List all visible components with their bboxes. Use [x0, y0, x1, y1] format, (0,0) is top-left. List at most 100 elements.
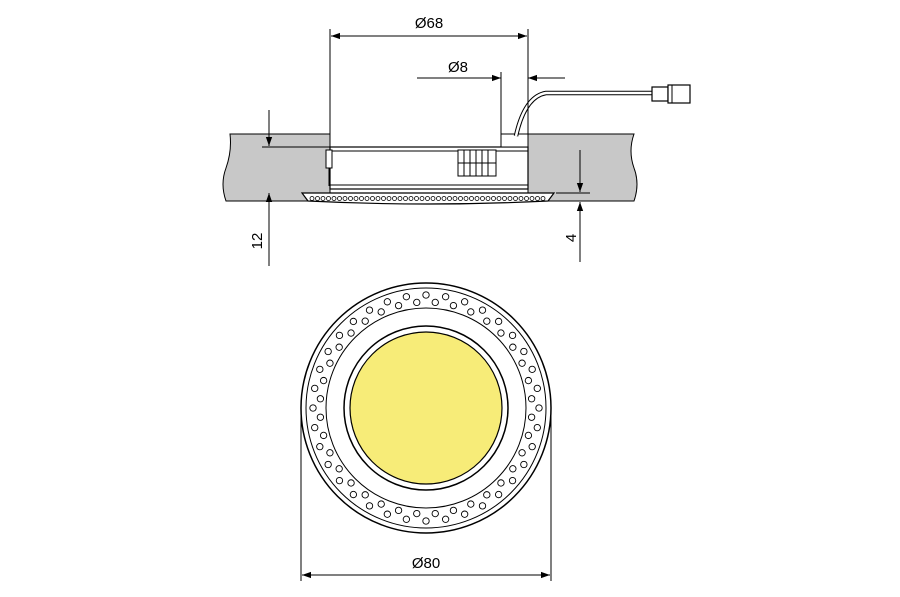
led-dot	[431, 298, 439, 307]
connector-plug	[651, 84, 691, 104]
led-dot	[533, 384, 541, 393]
led-dot	[309, 404, 317, 412]
rim-led-dot	[513, 196, 518, 201]
ring-inner-edge	[325, 307, 527, 509]
rim-led-dot	[408, 196, 414, 201]
led-dot	[524, 431, 533, 440]
label-cable-diameter: Ø8	[448, 59, 468, 76]
led-dot	[402, 515, 411, 523]
rim-led-dot	[342, 196, 348, 201]
rim-led-dot	[364, 196, 370, 201]
rim-led-dot	[441, 196, 447, 201]
led-dot	[483, 491, 491, 499]
led-dot	[441, 293, 450, 301]
rim-led-dot	[518, 196, 524, 201]
led-dot	[335, 343, 343, 351]
rim-led-dot	[474, 196, 480, 201]
led-dot	[326, 449, 334, 457]
rim-led-dot	[496, 196, 502, 201]
led-dot	[326, 359, 334, 367]
dim-cutout-depth: 12	[249, 110, 330, 266]
led-dot	[518, 449, 526, 457]
led-dot	[520, 460, 528, 469]
side-view: Ø68 Ø8 12 4	[222, 15, 691, 266]
rim-led-dot	[480, 196, 485, 201]
led-dot	[347, 329, 355, 337]
rim-led-dot	[436, 196, 441, 201]
housing-body	[329, 146, 529, 190]
rim-led-dot	[535, 196, 540, 201]
rim-led-dot	[507, 196, 513, 201]
rim-led-dot	[392, 196, 397, 201]
dim-housing-diameter: Ø68	[329, 15, 529, 134]
led-dot	[520, 347, 528, 356]
led-dot	[460, 298, 469, 306]
led-dot	[311, 384, 319, 393]
led-dot	[509, 465, 517, 473]
led-dot	[508, 476, 517, 485]
led-dot	[460, 510, 469, 518]
rim-led-dot	[485, 196, 491, 201]
led-dot	[483, 317, 491, 325]
rim-led-dot	[419, 196, 425, 201]
rim-led-dot	[370, 196, 375, 201]
led-dot	[449, 506, 458, 515]
led-dot	[349, 317, 358, 326]
rim-led-dot	[502, 196, 507, 201]
rim-led-dot	[524, 196, 529, 201]
rim-led-dot	[309, 196, 315, 201]
dim-cable-diameter: Ø8	[417, 59, 565, 134]
rim-led-dot	[386, 196, 392, 201]
label-cutout-depth: 12	[249, 233, 266, 250]
led-dot	[335, 331, 344, 340]
led-dot	[361, 491, 369, 499]
rim-led-dot	[403, 196, 408, 201]
led-dot	[394, 506, 403, 515]
led-dot	[316, 395, 325, 403]
rim-led-dot	[348, 196, 353, 201]
rim-led-dot	[458, 196, 463, 201]
label-housing-diameter: Ø68	[415, 15, 443, 32]
cable	[513, 90, 654, 137]
spring-clip-right	[457, 149, 497, 177]
led-dot	[449, 301, 458, 310]
led-dot	[383, 298, 391, 306]
rim-led-dot	[452, 196, 458, 201]
led-dot	[422, 291, 430, 299]
rim-led-dot	[381, 196, 386, 201]
led-dot	[422, 517, 430, 525]
led-dot	[413, 509, 421, 518]
led-dot	[524, 376, 533, 385]
led-dot	[528, 442, 536, 451]
rim-led-dot	[397, 196, 403, 201]
led-dot	[494, 317, 503, 326]
led-dot	[497, 329, 505, 337]
led-dot	[478, 502, 487, 510]
rim-led-dot	[353, 196, 359, 201]
led-dot	[361, 317, 369, 325]
led-dot	[316, 365, 324, 373]
led-dot	[316, 413, 325, 421]
rim-led-dot	[326, 196, 331, 201]
led-ring	[309, 291, 543, 525]
led-dot	[497, 479, 505, 487]
rim-led-dot	[331, 196, 337, 201]
rim-led-dot	[540, 196, 546, 201]
led-dot	[441, 515, 450, 523]
rim-led-dot	[463, 196, 469, 201]
led-dot	[311, 423, 319, 432]
led-dot	[535, 404, 543, 412]
led-dot	[508, 331, 517, 340]
rim-led-dot	[414, 196, 419, 201]
led-dot	[467, 500, 475, 508]
led-dot	[324, 347, 332, 356]
led-dot	[413, 298, 421, 307]
dim-outer-diameter: Ø80	[300, 408, 552, 581]
led-dot	[527, 413, 536, 421]
rim-led-dot	[320, 196, 326, 201]
led-dot	[394, 301, 403, 310]
rim-led-dot	[425, 196, 430, 201]
led-dot	[527, 395, 536, 403]
dim-rim-height: 4	[552, 150, 590, 262]
